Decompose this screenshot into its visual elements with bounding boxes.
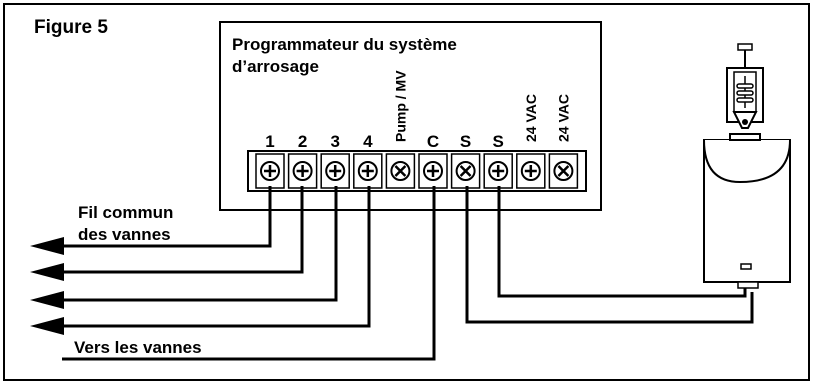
rain-sensor-icon [703, 43, 791, 289]
arrow-4 [30, 317, 64, 335]
terminal-label: C [427, 132, 439, 151]
terminal-label: Pump / MV [392, 70, 408, 142]
wire-valve-3 [62, 186, 338, 302]
terminal-screw-slot [361, 165, 374, 177]
wire-valve-2 [62, 186, 304, 274]
sensor-cable-exit [737, 281, 759, 289]
terminal-screw-slot [296, 165, 309, 177]
sensor-clamp [729, 133, 761, 141]
terminal-screw-slot [427, 165, 439, 177]
common-wire-label-line1: Fil commun [78, 203, 173, 222]
terminal-label: 4 [363, 132, 373, 151]
wire-valve-4 [62, 186, 371, 328]
terminal-label: 2 [298, 132, 307, 151]
controller-title-line2: d’arrosage [232, 57, 319, 76]
terminal-screw-slot [459, 165, 472, 177]
terminal-labels: 1 2 3 4 Pump / MV C S S 24 VAC 24 VAC [265, 70, 571, 151]
wire-valve-1 [62, 186, 272, 248]
sensor-discs [736, 76, 754, 108]
controller-title-line1: Programmateur du système [232, 35, 457, 54]
wires [62, 186, 754, 361]
terminal-strip [247, 150, 587, 192]
terminal-screw-slot [394, 165, 407, 177]
terminal-screw-slot [524, 165, 537, 177]
arrow-3 [30, 291, 64, 309]
wire-sensor-s2 [497, 186, 747, 298]
common-wire-label-line2: des vannes [78, 225, 171, 244]
terminal-label: S [493, 132, 504, 151]
sensor-cap [737, 43, 753, 51]
arrow-1 [30, 237, 64, 255]
figure-border [3, 3, 810, 381]
sensor-indicator [740, 263, 752, 270]
terminal-label: 24 VAC [555, 94, 571, 142]
terminal-label: 24 VAC [523, 94, 539, 142]
terminal-screw-slot [264, 165, 276, 177]
terminal-label: 1 [265, 132, 274, 151]
terminal-screw-slot [557, 165, 570, 177]
figure-label: Figure 5 [34, 17, 108, 38]
sensor-shoulder [703, 139, 791, 184]
terminal-screw-slot [329, 165, 342, 177]
sensor-screw [742, 119, 748, 125]
wire-common [62, 186, 436, 361]
terminal-label: 3 [330, 132, 339, 151]
terminal-label: S [460, 132, 471, 151]
wire-sensor-s1 [465, 186, 754, 324]
arrowheads [30, 237, 64, 335]
terminal-screw-slot [492, 165, 505, 177]
arrow-2 [30, 263, 64, 281]
valves-label: Vers les vannes [74, 338, 202, 357]
